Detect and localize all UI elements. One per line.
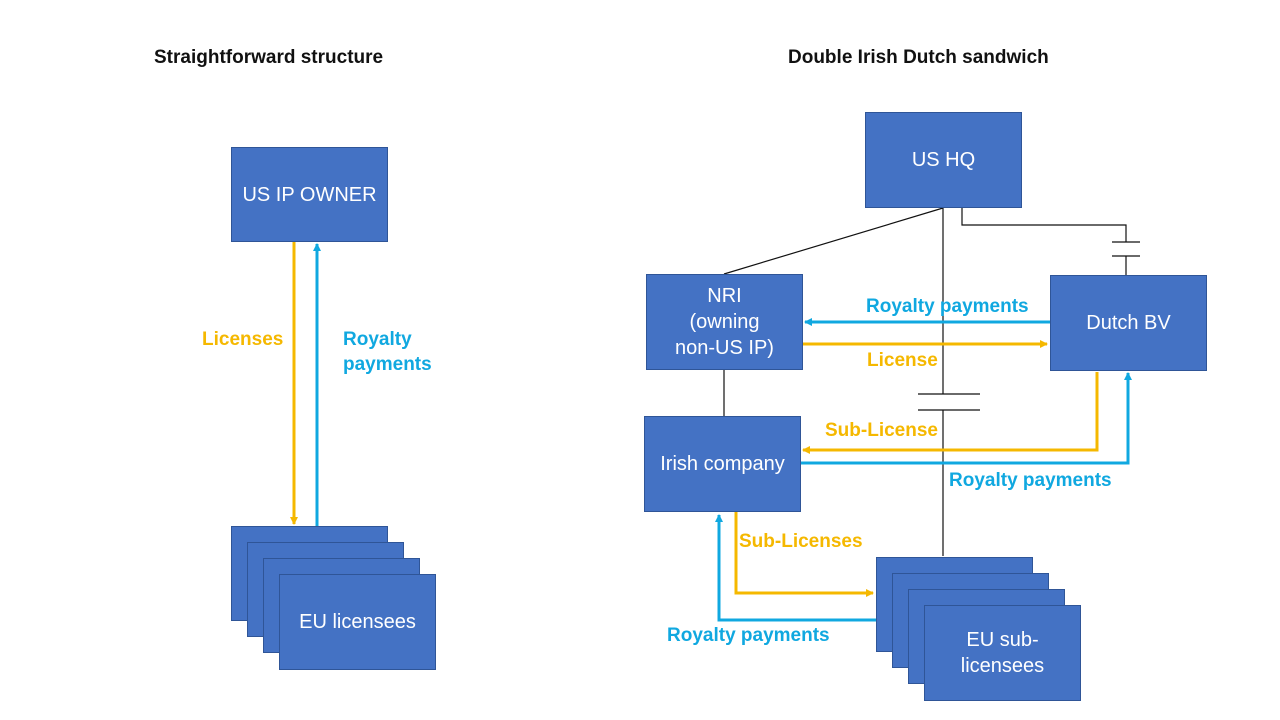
sublicenses-label: Sub-Licenses [739,531,863,552]
royalty-payments-label: Royalty payments [343,329,432,375]
sublicenses-arrow-irish-to-eu [734,512,874,597]
eu-sublicensees-box: EU sub- licensees [924,605,1081,701]
us-ip-owner-box: US IP OWNER [231,147,388,242]
royalty-payments-eu-to-irish-label: Royalty payments [667,625,830,646]
nri-box: NRI (owning non-US IP) [646,274,803,370]
royalty-arrow-eu-to-irish [715,514,876,622]
royalty-arrow-irish-to-dutch [800,372,1132,465]
double-irish-dutch-sandwich-title: Double Irish Dutch sandwich [788,47,1049,68]
irish-company-box: Irish company [644,416,801,512]
royalty-payments-dutch-to-nri-label: Royalty payments [866,296,1029,317]
straightforward-structure-title: Straightforward structure [154,47,384,68]
eu-licensees-box: EU licensees [279,574,436,670]
sublicense-label: Sub-License [825,420,938,441]
royalty-payments-irish-to-dutch-label: Royalty payments [949,470,1112,491]
ownership-line-hq-dutch-upper [961,208,1127,242]
license-label: License [867,350,938,371]
dutch-bv-box: Dutch BV [1050,275,1207,371]
ownership-line-hq-nri [723,207,944,275]
us-hq-box: US HQ [865,112,1022,208]
licenses-label: Licenses [202,329,284,350]
sublicense-arrow-dutch-to-irish [802,372,1099,454]
